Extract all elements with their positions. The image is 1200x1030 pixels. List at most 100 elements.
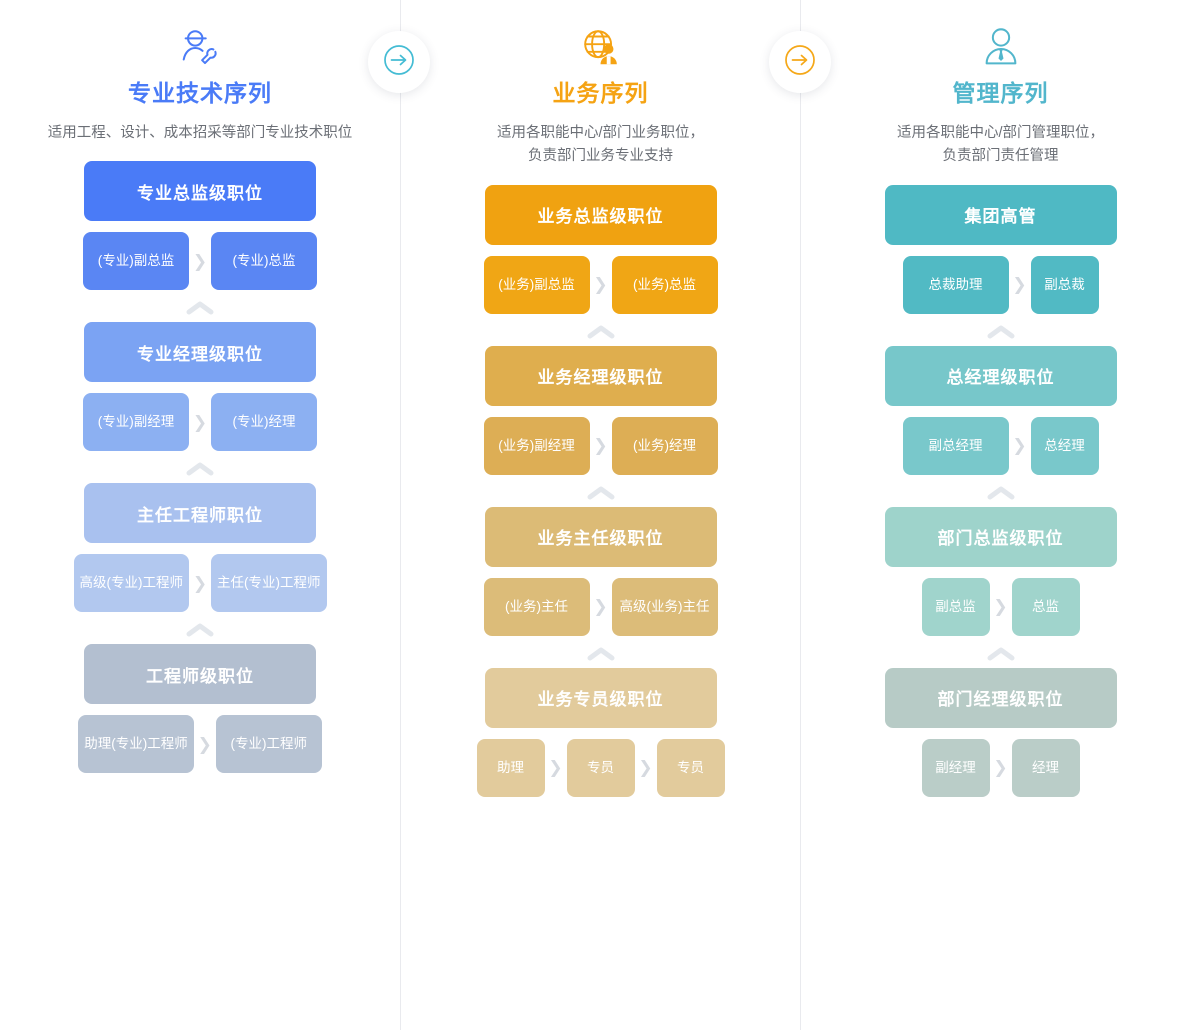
level-professional-4: 工程师级职位助理(专业)工程师❯(专业)工程师 (0, 644, 400, 774)
chevron-right-icon: ❯ (1012, 275, 1027, 295)
column-title-management: 管理序列 (952, 80, 1049, 106)
position-chip[interactable]: 经理 (1011, 738, 1080, 797)
position-chip[interactable]: 副总监 (921, 577, 990, 636)
column-desc-business: 适用各职能中心/部门业务职位，负责部门业务专业支持 (496, 124, 705, 165)
position-chip[interactable]: 总监 (1011, 577, 1080, 636)
chevron-right-icon: ❯ (993, 758, 1008, 778)
position-chip[interactable]: (业务)主任 (483, 577, 590, 636)
promotion-up-arrow-icon (986, 485, 1016, 501)
promotion-up-arrow-icon (586, 485, 616, 501)
chevron-right-icon: ❯ (993, 597, 1008, 617)
chevron-right-icon: ❯ (192, 412, 208, 432)
level-chip-row: 高级(专业)工程师❯主任(专业)工程师 (0, 554, 400, 613)
position-chip[interactable]: (业务)副总监 (483, 255, 590, 314)
level-chip-row: (业务)副总监❯(业务)总监 (401, 255, 800, 314)
level-management-1: 集团高管总裁助理❯副总裁 (801, 184, 1200, 346)
ladder-professional: 专业总监级职位(专业)副总监❯(专业)总监专业经理级职位(专业)副经理❯(专业)… (0, 161, 400, 774)
position-chip[interactable]: 副经理 (921, 738, 990, 797)
level-professional-1: 专业总监级职位 (专业)副总监❯(专业)总监 (0, 161, 400, 322)
level-business-3: 业务主任级职位 (业务)主任❯高级(业务)主任 (401, 506, 800, 668)
position-chip[interactable]: 助理(专业)工程师 (78, 715, 194, 774)
position-chip[interactable]: (业务)总监 (611, 255, 718, 314)
level-band[interactable]: 业务专员级职位 (484, 667, 717, 728)
position-chip[interactable]: 专员 (566, 738, 635, 797)
column-title-business: 业务序列 (552, 80, 649, 106)
level-chip-row: 副总监❯总监 (801, 577, 1200, 636)
level-band[interactable]: 业务总监级职位 (484, 184, 717, 245)
level-chip-row: (业务)主任❯高级(业务)主任 (401, 577, 800, 636)
promotion-up-arrow-icon (586, 324, 616, 340)
chevron-right-icon: ❯ (593, 275, 608, 295)
engineer-icon (177, 22, 223, 74)
connector-1[interactable] (368, 31, 430, 93)
level-band[interactable]: 集团高管 (884, 184, 1117, 245)
level-band[interactable]: 总经理级职位 (884, 345, 1117, 406)
level-chip-row: 副总经理❯总经理 (801, 416, 1200, 475)
position-chip[interactable]: (业务)副经理 (483, 416, 590, 475)
position-chip[interactable]: (专业)副经理 (83, 393, 189, 452)
promotion-up-arrow-icon (986, 646, 1016, 662)
level-business-4: 业务专员级职位助理❯专员❯专员 (401, 667, 800, 797)
column-desc-professional: 适用工程、设计、成本招采等部门专业技术职位 (47, 124, 353, 141)
position-chip[interactable]: 副总裁 (1030, 255, 1099, 314)
position-chip[interactable]: 高级(业务)主任 (611, 577, 718, 636)
level-band[interactable]: 部门经理级职位 (884, 667, 1117, 728)
promotion-up-arrow-icon (185, 622, 215, 638)
chevron-right-icon: ❯ (1012, 436, 1027, 456)
position-chip[interactable]: (专业)总监 (211, 232, 317, 291)
level-professional-2: 专业经理级职位 (专业)副经理❯(专业)经理 (0, 322, 400, 483)
level-business-1: 业务总监级职位 (业务)副总监❯(业务)总监 (401, 184, 800, 346)
chevron-right-icon: ❯ (192, 573, 208, 593)
level-chip-row: 总裁助理❯副总裁 (801, 255, 1200, 314)
level-band[interactable]: 主任工程师职位 (84, 483, 316, 544)
chevron-right-icon: ❯ (548, 758, 563, 778)
position-chip[interactable]: 总裁助理 (902, 255, 1009, 314)
promotion-up-arrow-icon (986, 324, 1016, 340)
level-chip-row: (专业)副总监❯(专业)总监 (0, 232, 400, 291)
column-title-professional: 专业技术序列 (128, 80, 272, 106)
level-band[interactable]: 业务经理级职位 (484, 345, 717, 406)
level-band[interactable]: 工程师级职位 (84, 644, 316, 705)
position-chip[interactable]: (专业)经理 (211, 393, 317, 452)
level-professional-3: 主任工程师职位高级(专业)工程师❯主任(专业)工程师 (0, 483, 400, 644)
position-chip[interactable]: 高级(专业)工程师 (73, 554, 189, 613)
level-band[interactable]: 业务主任级职位 (484, 506, 717, 567)
position-chip[interactable]: (专业)工程师 (215, 715, 322, 774)
chevron-right-icon: ❯ (593, 436, 608, 456)
level-chip-row: (专业)副经理❯(专业)经理 (0, 393, 400, 452)
column-business: 业务序列适用各职能中心/部门业务职位，负责部门业务专业支持业务总监级职位 (业务)… (400, 0, 800, 1030)
ladder-management: 集团高管总裁助理❯副总裁总经理级职位副总经理❯总经理部门总监级职位副总监❯总监部… (801, 184, 1200, 797)
level-management-4: 部门经理级职位副经理❯经理 (801, 667, 1200, 797)
level-band[interactable]: 部门总监级职位 (884, 506, 1117, 567)
level-chip-row: 助理❯专员❯专员 (401, 738, 800, 797)
manager-tie-icon (978, 22, 1024, 74)
level-business-2: 业务经理级职位 (业务)副经理❯(业务)经理 (401, 345, 800, 507)
position-chip[interactable]: (业务)经理 (611, 416, 718, 475)
position-chip[interactable]: 专员 (656, 738, 725, 797)
level-chip-row: 助理(专业)工程师❯(专业)工程师 (0, 715, 400, 774)
promotion-up-arrow-icon (185, 461, 215, 477)
ladder-business: 业务总监级职位(业务)副总监❯(业务)总监业务经理级职位(业务)副经理❯(业务)… (401, 184, 800, 797)
arrow-right-circle-icon (382, 43, 416, 82)
column-desc-management: 适用各职能中心/部门管理职位，负责部门责任管理 (896, 124, 1105, 165)
position-chip[interactable]: (专业)副总监 (83, 232, 189, 291)
level-management-3: 部门总监级职位副总监❯总监 (801, 506, 1200, 668)
chevron-right-icon: ❯ (192, 251, 208, 271)
level-band[interactable]: 专业经理级职位 (84, 322, 316, 383)
position-chip[interactable]: 总经理 (1030, 416, 1099, 475)
arrow-right-circle-icon (783, 43, 817, 82)
level-chip-row: (业务)副经理❯(业务)经理 (401, 416, 800, 475)
position-chip[interactable]: 助理 (476, 738, 545, 797)
position-chip[interactable]: 主任(专业)工程师 (211, 554, 327, 613)
chevron-right-icon: ❯ (593, 597, 608, 617)
globe-person-icon (578, 22, 624, 74)
connector-2[interactable] (769, 31, 831, 93)
promotion-up-arrow-icon (586, 646, 616, 662)
level-band[interactable]: 专业总监级职位 (84, 161, 316, 222)
level-management-2: 总经理级职位副总经理❯总经理 (801, 345, 1200, 507)
position-chip[interactable]: 副总经理 (902, 416, 1009, 475)
chevron-right-icon: ❯ (638, 758, 653, 778)
column-management: 管理序列适用各职能中心/部门管理职位，负责部门责任管理集团高管总裁助理❯副总裁总… (800, 0, 1200, 1030)
promotion-up-arrow-icon (185, 300, 215, 316)
